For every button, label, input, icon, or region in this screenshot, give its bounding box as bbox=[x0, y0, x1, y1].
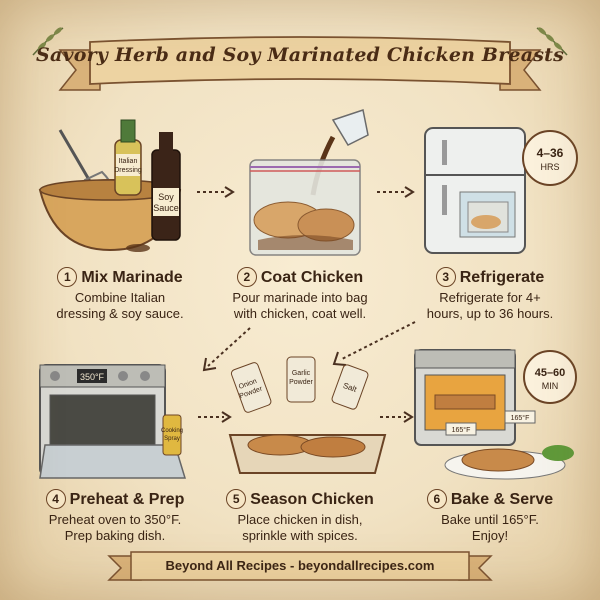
step-4-number: 4 bbox=[45, 489, 66, 509]
step-1-description: Combine Italian dressing & soy sauce. bbox=[56, 290, 184, 321]
footer-credit: Beyond All Recipes - beyondallrecipes.co… bbox=[165, 558, 435, 573]
step-1-number: 1 bbox=[57, 267, 78, 287]
bake-timer-minutes: 45–60 bbox=[535, 367, 566, 379]
step-2-description: Pour marinade into bag with chicken, coa… bbox=[232, 290, 368, 321]
arrow-right-icon bbox=[198, 411, 232, 423]
oven-prep-illustration: 350°F Cooking Spray bbox=[39, 364, 187, 479]
cooking-spray-label: Cooking bbox=[161, 428, 183, 434]
italian-dressing-label-2: Dressing bbox=[114, 167, 142, 174]
garlic-powder-label: Garlic bbox=[292, 370, 311, 377]
arrow-diagonal-icon bbox=[202, 321, 416, 372]
oven-temp-display: 350°F bbox=[80, 372, 105, 382]
fridge-timer-hours: 4–36 bbox=[537, 146, 564, 160]
bake-timer-unit: MIN bbox=[542, 381, 559, 391]
marinade-bag-illustration bbox=[249, 109, 369, 256]
italian-dressing-label: Italian bbox=[119, 158, 138, 165]
thermometer-reading-1: 165°F bbox=[452, 426, 471, 434]
step-2-number: 2 bbox=[236, 267, 257, 287]
oven-serve-illustration: 45–60 MIN 165°F 165°F bbox=[414, 349, 577, 480]
arrow-right-icon bbox=[380, 411, 414, 423]
soy-sauce-label-2: Sauce bbox=[153, 203, 179, 213]
step-3-number: 3 bbox=[435, 267, 456, 287]
step-4-description: Preheat oven to 350°F. Prep baking dish. bbox=[48, 512, 182, 543]
step-5-number: 5 bbox=[226, 489, 247, 509]
step-3-description: Refrigerate for 4+ hours, up to 36 hours… bbox=[426, 290, 554, 321]
step-1-title-text: Mix Marinade bbox=[81, 269, 183, 286]
step-2-title-text: Coat Chicken bbox=[260, 269, 364, 286]
mixing-bowl-illustration: Italian Dressing Soy Sauce bbox=[38, 119, 182, 252]
footer-ribbon bbox=[107, 551, 493, 581]
arrow-right-icon bbox=[197, 186, 235, 198]
seasoning-dish-illustration: Onion Powder Garlic Powder Salt bbox=[228, 356, 387, 474]
refrigerator-illustration: 4–36 HRS bbox=[424, 127, 578, 254]
soy-sauce-label: Soy bbox=[158, 192, 174, 202]
step-6-title-text: Bake & Serve bbox=[450, 491, 554, 508]
arrow-right-icon bbox=[377, 186, 415, 198]
step-5-title-text: Season Chicken bbox=[250, 491, 374, 508]
step-6-description: Bake until 165°F. Enjoy! bbox=[441, 512, 539, 543]
step-6-number: 6 bbox=[426, 489, 447, 509]
title-ribbon bbox=[58, 36, 542, 91]
garlic-powder-label-2: Powder bbox=[289, 379, 313, 386]
step-5-description: Place chicken in dish, sprinkle with spi… bbox=[237, 512, 363, 543]
step-4-title-text: Preheat & Prep bbox=[69, 491, 185, 508]
olive-branch-left-icon bbox=[32, 27, 64, 56]
cooking-spray-label-2: Spray bbox=[164, 436, 180, 442]
page-title: Savory Herb and Soy Marinated Chicken Br… bbox=[36, 44, 564, 66]
thermometer-reading-2: 165°F bbox=[511, 414, 530, 422]
fridge-timer-unit: HRS bbox=[540, 162, 559, 172]
step-3-title-text: Refrigerate bbox=[459, 269, 545, 286]
olive-branch-right-icon bbox=[536, 27, 568, 56]
